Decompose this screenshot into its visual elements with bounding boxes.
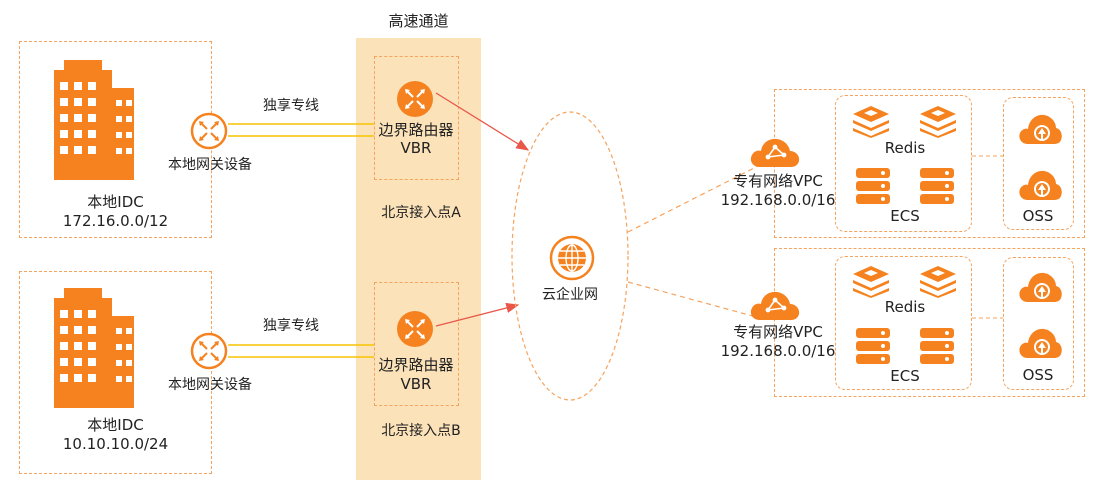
- vpc-name-2: 专有网络VPC: [733, 323, 823, 341]
- dedicated-line-label-2: 独享专线: [263, 318, 319, 334]
- idc-cidr-1: 172.16.0.0/12: [62, 212, 169, 230]
- cloud-icon: [750, 291, 800, 320]
- vpc-name-1: 专有网络VPC: [733, 172, 823, 190]
- oss-label-2: OSS: [1022, 366, 1054, 384]
- vpc-cidr-1: 192.168.0.0/16: [720, 191, 836, 209]
- redis-icon: [853, 106, 889, 138]
- building-icon: [54, 288, 134, 408]
- cen-label: 云企业网: [542, 287, 598, 303]
- access-point-label-2: 北京接入点B: [381, 423, 461, 439]
- ecs-icon: [856, 168, 890, 204]
- vpc-outer-box-2: [774, 248, 1085, 397]
- vbr-icon: [397, 311, 433, 347]
- redis-icon: [853, 266, 889, 298]
- redis-label-2: Redis: [884, 298, 926, 316]
- vbr-sub-2: VBR: [400, 375, 432, 393]
- compute-group-2: [835, 256, 972, 390]
- idc-box-2: [19, 271, 212, 474]
- oss-group-1: [1003, 97, 1074, 230]
- oss-icon: [1019, 328, 1062, 358]
- vbr-box-1: [374, 56, 459, 180]
- oss-icon: [1019, 272, 1062, 302]
- gateway-label-1: 本地网关设备: [168, 157, 252, 173]
- gateway-label-2: 本地网关设备: [168, 377, 252, 393]
- redis-icon: [920, 106, 956, 138]
- channel-title: 高速通道: [388, 12, 449, 30]
- redis-label-1: Redis: [884, 139, 926, 157]
- vbr-box-2: [374, 282, 459, 406]
- cloud-icon: [750, 138, 800, 167]
- compute-group-1: [835, 95, 972, 232]
- oss-label-1: OSS: [1022, 207, 1054, 225]
- vpc-cidr-2: 192.168.0.0/16: [720, 342, 836, 360]
- dedicated-line-label-1: 独享专线: [263, 98, 319, 114]
- vbr-sub-1: VBR: [400, 139, 432, 157]
- ecs-label-1: ECS: [890, 207, 920, 225]
- building-icon: [54, 60, 134, 180]
- oss-icon: [1019, 170, 1062, 200]
- vbr-name-2: 边界路由器: [378, 356, 454, 374]
- vbr-name-1: 边界路由器: [378, 121, 454, 139]
- idc-name-1: 本地IDC: [87, 193, 144, 211]
- ecs-icon: [856, 328, 890, 364]
- router-icon: [190, 332, 228, 370]
- ecs-icon: [920, 168, 954, 204]
- ecs-label-2: ECS: [890, 367, 920, 385]
- vbr-icon: [397, 81, 433, 117]
- idc-name-2: 本地IDC: [87, 416, 144, 434]
- idc-cidr-2: 10.10.10.0/24: [62, 435, 169, 453]
- oss-group-2: [1003, 257, 1074, 390]
- redis-icon: [920, 266, 956, 298]
- access-point-label-1: 北京接入点A: [381, 205, 461, 221]
- cen-globe-icon: [549, 235, 595, 281]
- oss-icon: [1019, 114, 1062, 144]
- router-icon: [190, 112, 228, 150]
- ecs-icon: [920, 328, 954, 364]
